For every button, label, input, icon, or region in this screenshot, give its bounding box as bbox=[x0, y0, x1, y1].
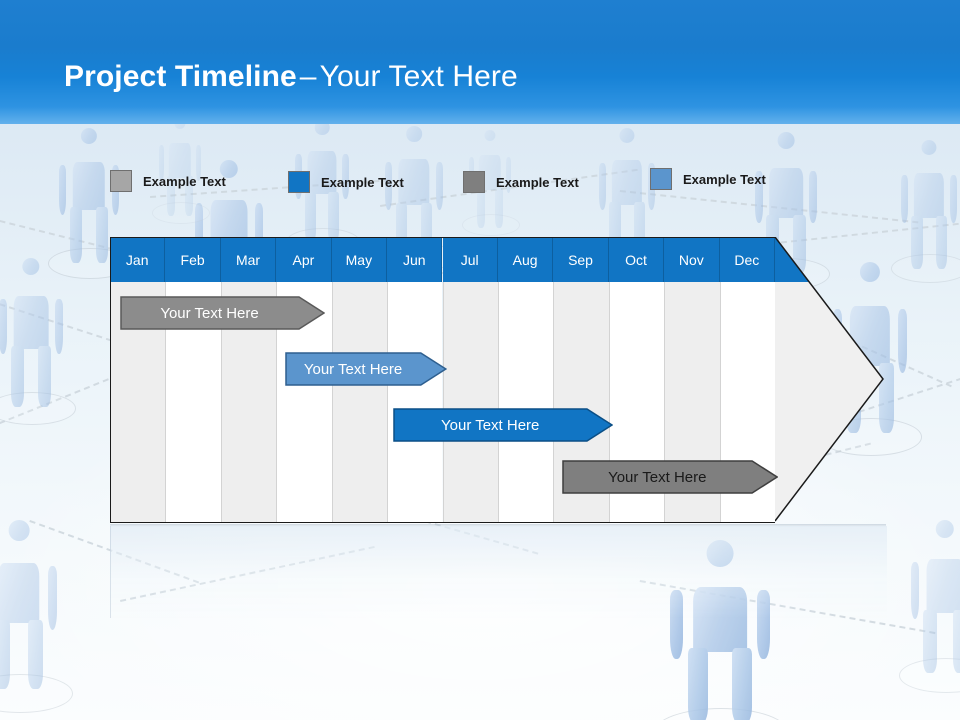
month-header-aug[interactable]: Aug bbox=[497, 237, 554, 282]
column-separator bbox=[387, 282, 389, 523]
column-separator bbox=[331, 282, 333, 523]
column-separator bbox=[553, 282, 555, 523]
month-column-mar bbox=[220, 237, 277, 523]
month-header-feb[interactable]: Feb bbox=[165, 237, 221, 282]
legend-item-4: Example Text bbox=[650, 168, 766, 190]
title-strong-text: Project Timeline bbox=[64, 60, 297, 93]
month-header-oct[interactable]: Oct bbox=[608, 237, 665, 282]
month-header-jun[interactable]: Jun bbox=[387, 237, 443, 282]
column-separator bbox=[165, 282, 167, 523]
legend-label-4: Example Text bbox=[683, 171, 766, 187]
task-bar-3[interactable]: Your Text Here bbox=[393, 408, 614, 442]
month-column-jan bbox=[110, 237, 166, 523]
month-column-jul bbox=[442, 237, 498, 523]
chart-reflection-edge bbox=[110, 524, 886, 527]
task-bar-label-2: Your Text Here bbox=[303, 360, 403, 378]
column-separator bbox=[664, 282, 666, 523]
month-header-dec[interactable]: Dec bbox=[719, 237, 775, 282]
month-header-apr[interactable]: Apr bbox=[276, 237, 332, 282]
task-bar-4[interactable]: Your Text Here bbox=[562, 460, 779, 494]
legend-item-3: Example Text bbox=[463, 171, 579, 193]
legend-item-2: Example Text bbox=[288, 171, 404, 193]
task-bar-label-3: Your Text Here bbox=[441, 416, 540, 434]
column-separator bbox=[276, 282, 278, 523]
month-header-jan[interactable]: Jan bbox=[110, 237, 166, 282]
page-title: Project Timeline–Your Text Here bbox=[64, 60, 518, 94]
timeline-arrow-head bbox=[774, 236, 885, 523]
month-column-feb bbox=[165, 237, 221, 523]
column-separator bbox=[497, 282, 499, 523]
month-header-may[interactable]: May bbox=[331, 237, 388, 282]
task-bar-2[interactable]: Your Text Here bbox=[285, 352, 447, 386]
month-header-nov[interactable]: Nov bbox=[664, 237, 720, 282]
task-bar-label-1: Your Text Here bbox=[160, 304, 259, 322]
legend-item-1: Example Text bbox=[110, 170, 226, 192]
legend-label-2: Example Text bbox=[321, 174, 404, 190]
month-header-sep[interactable]: Sep bbox=[553, 237, 609, 282]
legend-swatch-3 bbox=[463, 171, 485, 193]
column-separator bbox=[719, 282, 721, 523]
legend-swatch-2 bbox=[288, 171, 310, 193]
legend-swatch-4 bbox=[650, 168, 672, 190]
title-rest-text: Your Text Here bbox=[319, 60, 518, 93]
title-dash: – bbox=[299, 60, 317, 93]
chart-reflection bbox=[110, 526, 887, 618]
column-separator bbox=[220, 282, 222, 523]
legend-label-1: Example Text bbox=[143, 173, 226, 189]
task-bar-label-4: Your Text Here bbox=[608, 468, 707, 486]
column-separator bbox=[442, 282, 444, 523]
month-header-jul[interactable]: Jul bbox=[442, 237, 498, 282]
legend-swatch-1 bbox=[110, 170, 132, 192]
legend-label-3: Example Text bbox=[496, 174, 579, 190]
column-separator bbox=[608, 282, 610, 523]
task-bar-1[interactable]: Your Text Here bbox=[120, 296, 326, 330]
month-header-mar[interactable]: Mar bbox=[220, 237, 277, 282]
title-band bbox=[0, 0, 960, 124]
month-column-aug bbox=[497, 237, 554, 523]
